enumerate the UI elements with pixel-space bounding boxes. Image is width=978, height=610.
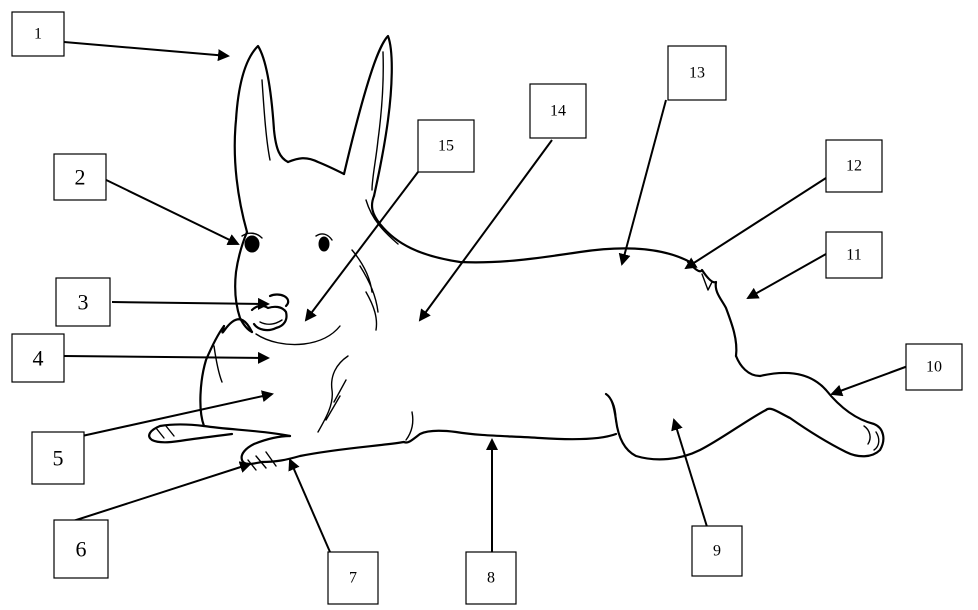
label-box-13: 13 xyxy=(667,45,727,101)
chest-outline xyxy=(260,440,406,464)
head-top-outline xyxy=(286,157,346,176)
hind-foot-toes xyxy=(863,425,880,451)
leader-line-9 xyxy=(671,418,709,531)
chest-fur-line xyxy=(213,345,223,383)
label-box-15: 15 xyxy=(417,119,475,173)
leader-line-14 xyxy=(418,139,553,322)
label-box-11: 11 xyxy=(825,231,883,279)
leader-lines xyxy=(63,41,909,553)
label-box-6: 6 xyxy=(53,519,109,579)
label-box-10: 10 xyxy=(905,343,963,391)
leader-line-2 xyxy=(97,175,240,246)
nose-outline xyxy=(268,293,290,308)
elbow-fur-line xyxy=(317,355,349,433)
label-box-12: 12 xyxy=(825,139,883,193)
label-number-3: 3 xyxy=(78,290,89,315)
leader-line-7 xyxy=(288,458,331,553)
rabbit-drawing xyxy=(148,34,885,471)
label-box-7: 7 xyxy=(327,551,379,605)
front-leg-outline xyxy=(148,423,292,444)
leader-line-10 xyxy=(830,365,909,397)
label-box-14: 14 xyxy=(529,83,587,139)
label-box-2: 2 xyxy=(53,153,107,201)
label-box-9: 9 xyxy=(691,525,743,577)
leader-line-12 xyxy=(684,177,827,270)
left-ear-outline xyxy=(233,44,290,234)
label-box-4: 4 xyxy=(11,333,65,383)
label-number-9: 9 xyxy=(713,543,721,560)
jaw-line xyxy=(255,325,341,346)
cheek-outline xyxy=(221,318,254,334)
haunch-fold-line xyxy=(605,393,617,423)
eyelid-line xyxy=(241,232,333,241)
leader-line-1 xyxy=(63,41,230,62)
label-box-8: 8 xyxy=(465,551,517,605)
cheek-fur-lines xyxy=(351,249,379,331)
leader-line-5 xyxy=(81,390,274,437)
label-number-10: 10 xyxy=(926,359,942,376)
mouth-outline xyxy=(250,304,288,332)
leader-line-6 xyxy=(69,461,252,523)
belly-outline xyxy=(402,429,618,444)
label-number-11: 11 xyxy=(846,247,861,264)
back-outline xyxy=(370,194,692,264)
leader-line-13 xyxy=(618,99,667,266)
right-ear-outline xyxy=(342,34,393,198)
label-number-15: 15 xyxy=(438,138,454,155)
label-number-5: 5 xyxy=(53,446,64,471)
leader-line-4 xyxy=(63,351,270,364)
label-box-3: 3 xyxy=(55,277,111,327)
lower-lip xyxy=(259,319,283,325)
label-number-13: 13 xyxy=(689,65,705,82)
tail-outline xyxy=(686,260,738,358)
label-box-1: 1 xyxy=(11,11,65,57)
left-eye-icon xyxy=(244,235,260,253)
label-number-8: 8 xyxy=(487,570,495,587)
label-number-2: 2 xyxy=(75,165,86,190)
label-number-1: 1 xyxy=(34,26,42,43)
label-number-14: 14 xyxy=(550,103,566,120)
left-paw-toes xyxy=(155,425,175,439)
label-number-4: 4 xyxy=(33,346,44,371)
label-number-12: 12 xyxy=(846,158,862,175)
rump-outline xyxy=(734,354,885,458)
belly-fold-line xyxy=(405,411,414,441)
face-outline xyxy=(234,230,254,334)
leader-line-15 xyxy=(304,171,419,322)
leader-line-11 xyxy=(746,253,827,299)
haunch-outline xyxy=(604,392,768,461)
label-number-6: 6 xyxy=(76,537,87,562)
label-number-7: 7 xyxy=(349,570,357,587)
label-box-5: 5 xyxy=(31,431,85,485)
leader-line-3 xyxy=(111,297,270,310)
left-ear-inner-line xyxy=(261,79,271,161)
tail-fur-line xyxy=(701,273,713,291)
right-ear-inner-line xyxy=(371,51,384,191)
right-eye-icon xyxy=(318,236,330,252)
